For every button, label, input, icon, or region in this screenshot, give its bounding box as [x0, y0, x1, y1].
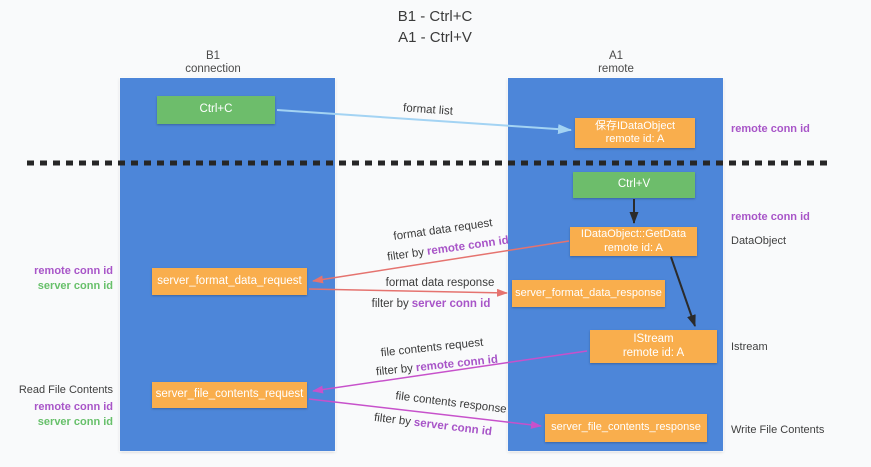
diagram-title: B1 - Ctrl+C A1 - Ctrl+V: [280, 6, 590, 48]
lane-header-a1: A1 remote: [551, 50, 681, 76]
filter-by-text: filter by: [373, 411, 412, 429]
node-server-file-contents-request: server_file_contents_request: [152, 382, 307, 408]
node-file-request-label: server_file_contents_request: [155, 388, 304, 401]
annotation-remote-conn-id-format: remote conn id: [34, 265, 113, 277]
annotation-server-conn-id-file: server conn id: [37, 416, 113, 428]
label-format-data-response: format data response: [385, 277, 495, 289]
node-getdata-line2: remote id: A: [604, 241, 663, 254]
annotation-write-file-contents: Write File Contents: [731, 424, 825, 436]
filter-by-text: filter by: [386, 246, 425, 264]
node-ctrl-v-label: Ctrl+V: [617, 178, 651, 191]
filter-key-remote-conn-id: remote conn id: [415, 353, 499, 375]
node-save-idataobject-line2: remote id: A: [605, 133, 665, 145]
node-server-format-data-response: server_format_data_response: [512, 280, 665, 307]
lane-a1-subtitle: remote: [598, 63, 634, 75]
title-line-2: A1 - Ctrl+V: [398, 29, 472, 46]
node-server-format-data-request: server_format_data_request: [152, 268, 307, 295]
filter-by-text: filter by: [371, 298, 409, 310]
annotation-remote-conn-id-mid: remote conn id: [731, 211, 810, 223]
lane-a1-title: A1: [608, 50, 624, 62]
node-save-idataobject: 保存IDataObject remote id: A: [575, 118, 695, 148]
annotation-server-conn-id-format: server conn id: [37, 280, 113, 292]
node-istream: IStream remote id: A: [590, 330, 717, 363]
node-ctrl-c: Ctrl+C: [157, 96, 275, 124]
node-save-idataobject-line1: 保存IDataObject: [594, 119, 676, 132]
annotation-remote-conn-id-file: remote conn id: [34, 401, 113, 413]
lane-b1-title: B1: [205, 50, 221, 62]
node-format-request-label: server_format_data_request: [157, 274, 302, 287]
filter-key-server-conn-id: server conn id: [413, 416, 493, 439]
annotation-istream: Istream: [731, 341, 768, 353]
node-format-response-label: server_format_data_response: [515, 286, 662, 299]
node-getdata-line1: IDataObject::GetData: [580, 228, 687, 240]
title-line-1: B1 - Ctrl+C: [397, 8, 473, 25]
filter-by-text: filter by: [375, 362, 414, 379]
node-file-response-label: server_file_contents_response: [551, 421, 701, 434]
arrow-format-data-response: [308, 288, 508, 297]
annotation-remote-conn-id-top: remote conn id: [731, 123, 810, 135]
node-ctrl-c-label: Ctrl+C: [199, 103, 233, 116]
label-format-list: format list: [402, 102, 454, 118]
annotation-read-file-contents: Read File Contents: [18, 384, 113, 396]
node-istream-line2: remote id: A: [622, 346, 685, 359]
annotation-dataobject: DataObject: [731, 235, 787, 247]
lane-b1-subtitle: connection: [185, 63, 241, 75]
filter-key-remote-conn-id: remote conn id: [426, 234, 510, 258]
lane-header-b1: B1 connection: [148, 50, 278, 76]
filter-key-server-conn-id: server conn id: [411, 298, 491, 310]
node-server-file-contents-response: server_file_contents_response: [545, 414, 707, 442]
node-istream-line1: IStream: [633, 333, 674, 345]
label-file-contents-response: file contents response: [394, 390, 508, 416]
node-ctrl-v: Ctrl+V: [573, 172, 695, 198]
node-idataobject-getdata: IDataObject::GetData remote id: A: [570, 227, 697, 256]
